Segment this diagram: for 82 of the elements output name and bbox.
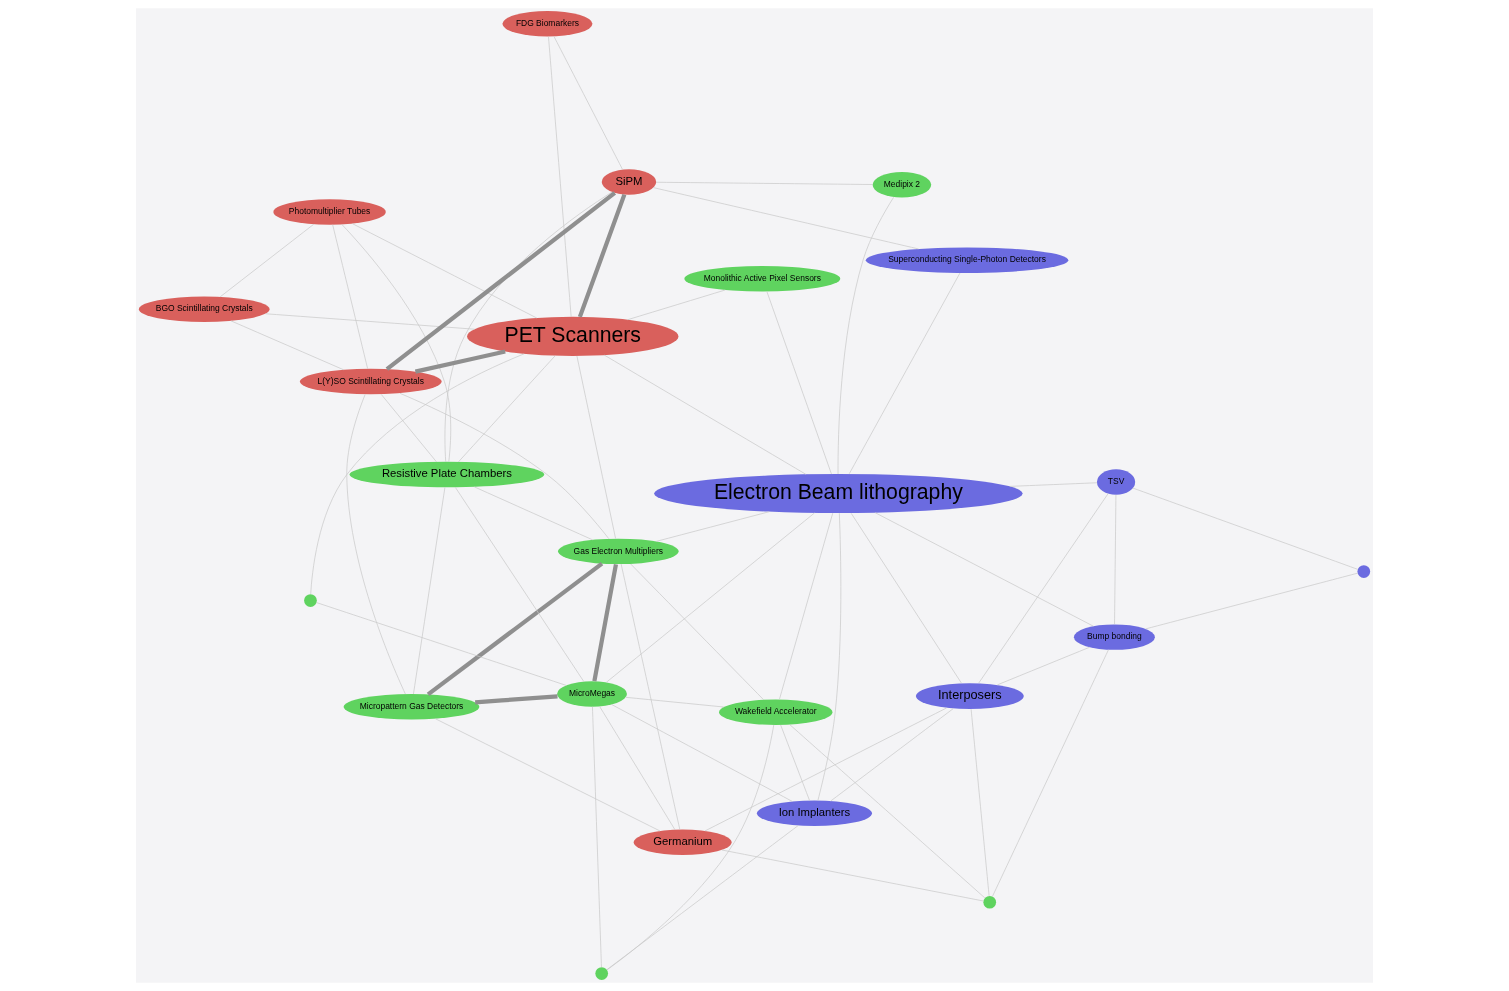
node-ellipse: TSV bbox=[1096, 469, 1136, 495]
connector bbox=[1145, 572, 1358, 630]
node-ellipse: MicroMegas bbox=[557, 681, 627, 707]
node-circle bbox=[304, 594, 317, 607]
connector bbox=[576, 355, 616, 539]
connector bbox=[444, 191, 613, 463]
node-ellipse: Medipix 2 bbox=[872, 172, 932, 198]
connector bbox=[837, 196, 894, 475]
connector bbox=[230, 320, 344, 371]
connector bbox=[341, 224, 452, 462]
node-ellipse: Electron Beam lithography bbox=[654, 473, 1023, 514]
connector bbox=[346, 394, 406, 695]
connector bbox=[780, 724, 810, 801]
connector bbox=[766, 291, 832, 475]
connector bbox=[455, 487, 585, 682]
node-ellipse: Micropattern Gas Detectors bbox=[343, 694, 480, 720]
connector bbox=[332, 224, 368, 370]
connector bbox=[606, 825, 799, 970]
node-ellipse: FDG Biomarkers bbox=[502, 11, 593, 37]
connector bbox=[435, 718, 661, 832]
connector bbox=[426, 561, 604, 697]
connector bbox=[978, 493, 1109, 684]
node-ellipse: PET Scanners bbox=[467, 316, 679, 356]
node-ellipse: Interposers bbox=[915, 683, 1024, 709]
node-ellipse: Gas Electron Multipliers bbox=[558, 538, 679, 565]
connector bbox=[817, 512, 842, 801]
connector bbox=[611, 704, 793, 802]
connector bbox=[474, 486, 593, 541]
connector bbox=[606, 724, 775, 971]
connector bbox=[721, 849, 984, 902]
connector bbox=[848, 272, 961, 475]
connector bbox=[458, 355, 556, 463]
node-circle bbox=[1357, 565, 1371, 578]
connector bbox=[655, 511, 770, 542]
connector bbox=[630, 563, 764, 700]
connector bbox=[992, 649, 1109, 897]
connector bbox=[850, 512, 962, 684]
connector bbox=[592, 563, 619, 682]
node-ellipse: Superconducting Single-Photon Detectors bbox=[865, 247, 1069, 273]
connector bbox=[653, 187, 919, 250]
connector bbox=[385, 191, 617, 371]
connector bbox=[830, 708, 954, 802]
connector bbox=[475, 694, 558, 705]
connector bbox=[789, 724, 986, 899]
connector bbox=[548, 36, 572, 318]
connector bbox=[627, 289, 726, 321]
connector bbox=[310, 353, 525, 595]
node-ellipse: Photomultiplier Tubes bbox=[273, 199, 386, 225]
node-ellipse: Resistive Plate Chambers bbox=[349, 461, 545, 488]
connector bbox=[997, 646, 1090, 686]
connector bbox=[1009, 482, 1098, 487]
connector bbox=[603, 354, 807, 475]
connector bbox=[577, 193, 627, 318]
node-ellipse: Ion Implanters bbox=[756, 800, 872, 827]
node-ellipse: SiPM bbox=[601, 169, 657, 195]
connector bbox=[620, 563, 681, 830]
connector bbox=[316, 602, 567, 686]
connector bbox=[970, 708, 990, 897]
connector bbox=[605, 512, 815, 683]
connector bbox=[265, 313, 476, 330]
connector bbox=[874, 512, 1094, 627]
node-ellipse: Monolithic Active Pixel Sensors bbox=[684, 265, 841, 292]
node-ellipse: L(Y)SO Scintillating Crystals bbox=[299, 368, 442, 395]
node-ellipse: Bump bonding bbox=[1073, 624, 1155, 650]
connector bbox=[599, 706, 676, 831]
connector bbox=[1132, 487, 1359, 570]
connector bbox=[414, 349, 506, 374]
connector bbox=[219, 223, 315, 298]
connector bbox=[413, 487, 446, 695]
node-ellipse: Germanium bbox=[633, 829, 732, 856]
connector bbox=[553, 36, 623, 170]
connector bbox=[399, 392, 610, 540]
node-ellipse: BGO Scintillating Crystals bbox=[138, 296, 270, 322]
connector bbox=[625, 696, 725, 708]
connector bbox=[592, 706, 602, 968]
connector bbox=[779, 512, 834, 700]
node-ellipse: Wakefield Accelerator bbox=[719, 699, 833, 725]
node-circle bbox=[983, 895, 997, 909]
connector bbox=[704, 707, 947, 832]
connector bbox=[380, 394, 437, 463]
node-circle bbox=[595, 967, 609, 980]
connector bbox=[352, 223, 538, 319]
